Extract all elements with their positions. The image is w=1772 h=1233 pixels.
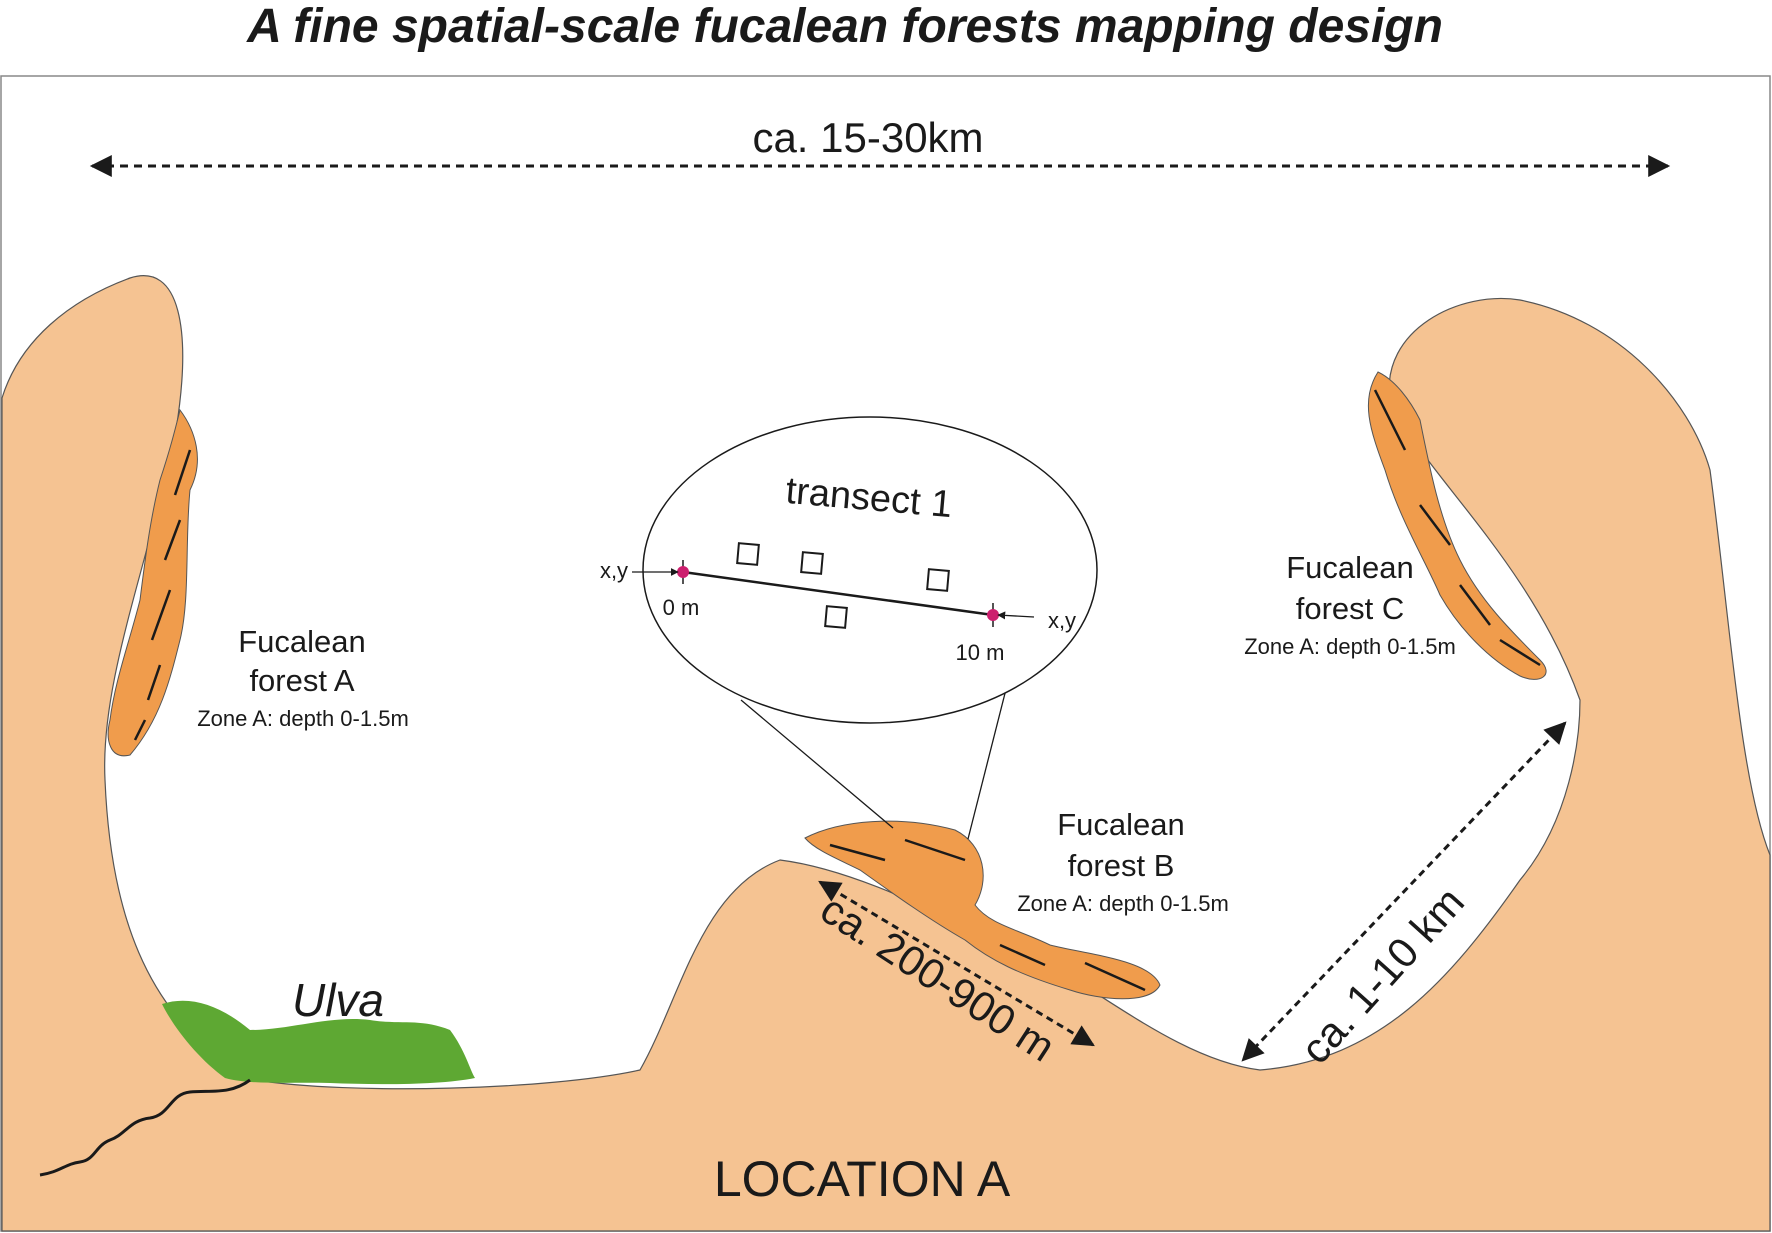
forest-b-zone: Zone A: depth 0-1.5m: [1017, 891, 1229, 916]
ulva-label: Ulva: [292, 974, 384, 1026]
location-label: LOCATION A: [714, 1151, 1011, 1207]
quadrat: [800, 551, 824, 575]
end-coord-label: x,y: [1048, 608, 1076, 633]
forest-c-zone: Zone A: depth 0-1.5m: [1244, 634, 1456, 659]
forest-c-name-line1: Fucalean: [1286, 550, 1414, 585]
forest-a-label: Fucalean forest A Zone A: depth 0-1.5m: [197, 624, 409, 731]
forest-c-label: Fucalean forest C Zone A: depth 0-1.5m: [1244, 550, 1456, 659]
transect-start-marker: [677, 566, 689, 578]
end-coord-arrow: [997, 611, 1035, 620]
bay-dimension-arrow: [1241, 721, 1567, 1062]
forest-a-zone: Zone A: depth 0-1.5m: [197, 706, 409, 731]
forest-c-patch: [1367, 371, 1547, 680]
transect-start-label: 0 m: [663, 595, 700, 620]
forest-a-name-line1: Fucalean: [238, 624, 366, 659]
forest-a-patch: [107, 408, 198, 757]
callout-line-left: [740, 699, 894, 829]
transect-ellipse: [642, 416, 1098, 724]
ulva-patch: [162, 1000, 475, 1085]
transect-end-marker: [987, 609, 999, 621]
quadrat: [736, 542, 760, 566]
river-line: [39, 1078, 251, 1177]
quadrat: [926, 568, 950, 592]
diagram-title: A fine spatial-scale fucalean forests ma…: [246, 0, 1443, 53]
start-coord-label: x,y: [600, 558, 628, 583]
width-dimension-label: ca. 15-30km: [752, 114, 983, 161]
forest-b-dimension-arrow: [818, 880, 1095, 1047]
forest-b-name-line2: forest B: [1068, 848, 1175, 883]
quadrat: [824, 605, 848, 629]
forest-a-name-line2: forest A: [249, 663, 354, 698]
forest-c-transects: [1373, 389, 1541, 667]
forest-b-name-line1: Fucalean: [1057, 807, 1185, 842]
forest-c-name-line2: forest C: [1296, 591, 1405, 626]
transect-line: [682, 570, 994, 617]
forest-a-transects: [133, 449, 192, 741]
quadrats: [736, 542, 950, 629]
transect-end-label: 10 m: [956, 640, 1005, 665]
forest-b-label: Fucalean forest B Zone A: depth 0-1.5m: [1017, 807, 1229, 916]
